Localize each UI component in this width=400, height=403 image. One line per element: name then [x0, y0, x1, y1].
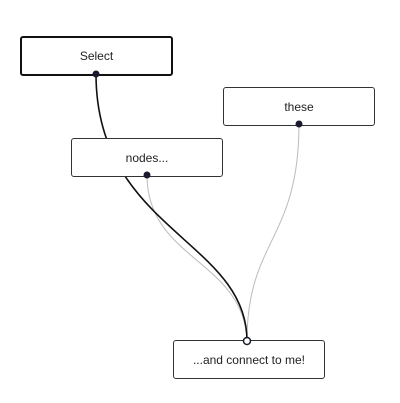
node-target[interactable]: ...and connect to me! [173, 340, 325, 379]
node-label: nodes... [125, 150, 169, 165]
edge-these-to-target[interactable] [246, 123, 300, 342]
node-label: these [284, 99, 314, 114]
edge-nodes-to-target[interactable] [146, 174, 248, 342]
node-label: ...and connect to me! [192, 352, 306, 367]
node-nodes[interactable]: nodes... [71, 138, 223, 177]
node-label: Select [79, 49, 114, 63]
node-these[interactable]: these [223, 87, 375, 126]
node-select[interactable]: Select [20, 36, 173, 76]
